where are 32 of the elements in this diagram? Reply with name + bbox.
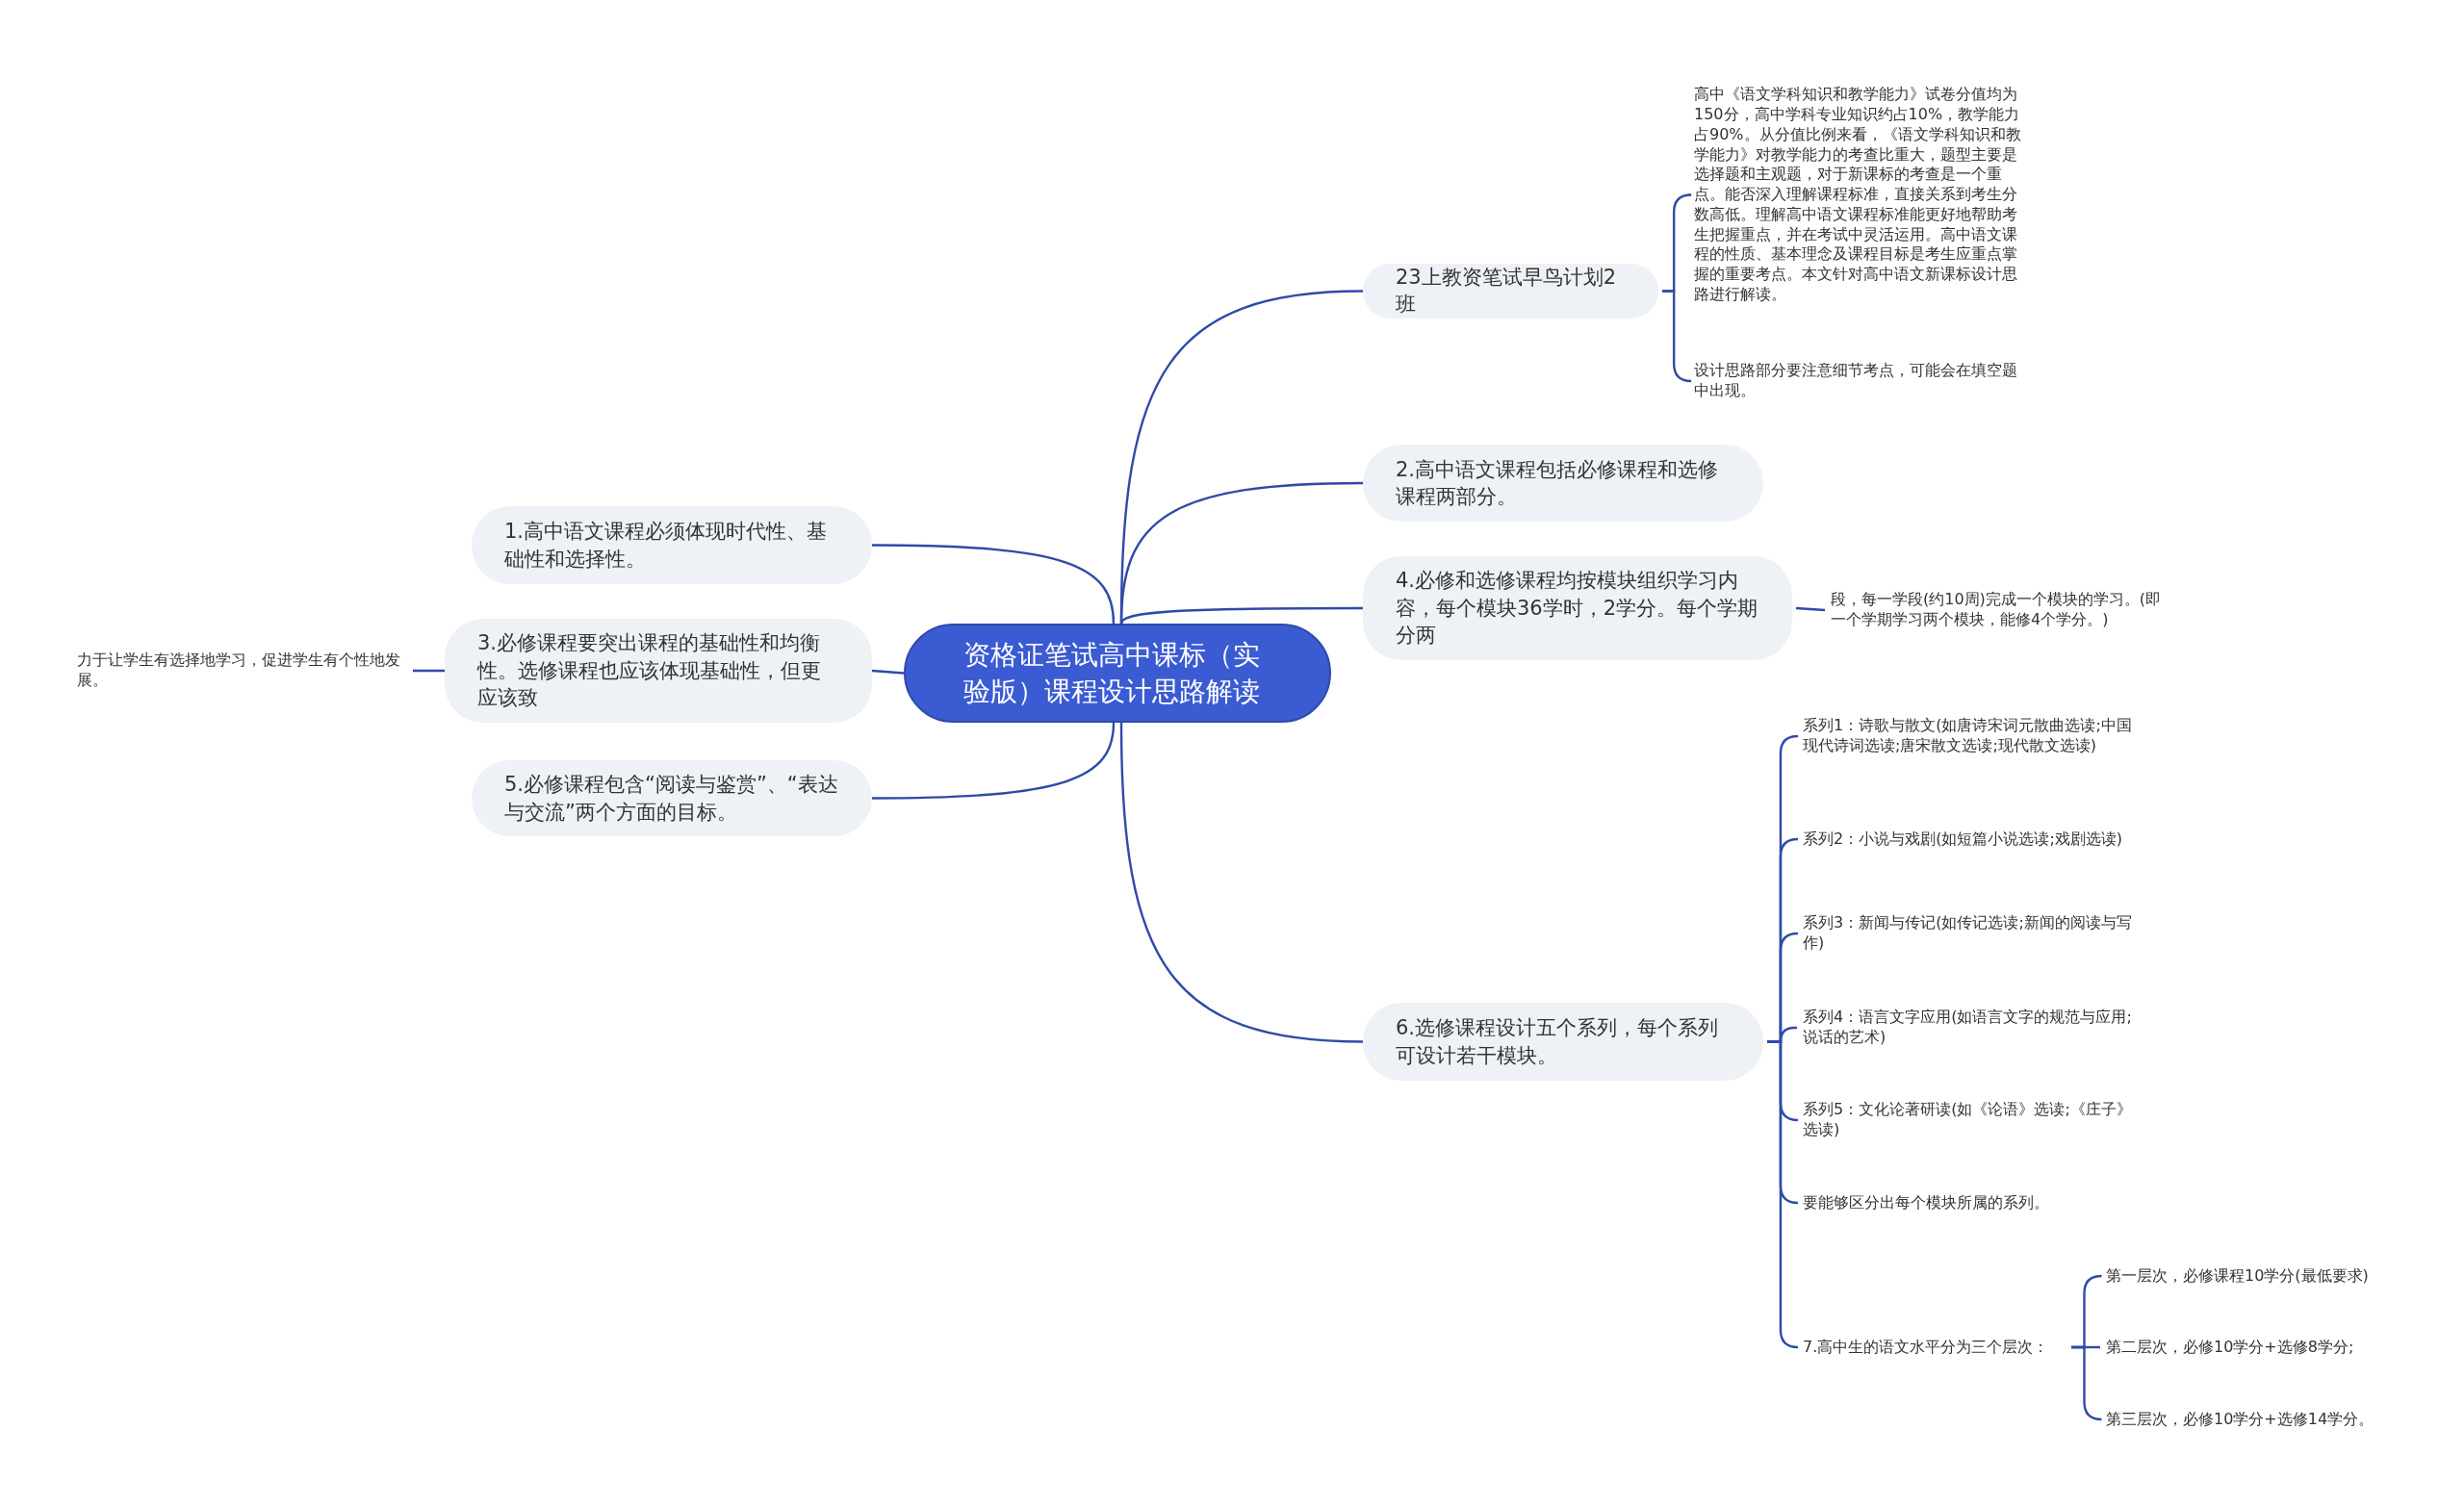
connector-line [1119,722,1364,1043]
note-text: 7.高中生的语文水平分为三个层次： [1803,1335,2067,1360]
note-text: 要能够区分出每个模块所属的系列。 [1803,1190,2135,1215]
connector-line [872,544,1116,625]
topic-box: 23上教资笔试早鸟计划2班 [1363,264,1658,319]
note-text: 第二层次，必修10学分+选修8学分; [2106,1335,2414,1360]
connector-line [1795,606,1826,612]
topic-box: 1.高中语文课程必须体现时代性、基础性和选择性。 [472,506,872,584]
connector-line [1767,1040,1800,1349]
connector-line [2071,1345,2103,1421]
connector-line [1662,290,1693,383]
note-text: 高中《语文学科知识和教学能力》试卷分值均为150分，高中学科专业知识约占10%，教学能力占90%。从分值比例来看，《语文学科知识和教学能力》对教学能力的考查比重大，题型主要是选择题和主观题，对于新课标的考查是一个重点。能否深入理解课程标准，直接关系到考生分数高低。理解高中语文课程标准能更好地帮助考生把握重点，并在考试中灵活运用。高中语文课程的性质、基本理念及课程目标是考生应重点掌握的重要考点。本文针对高中语文新课标设计思路进行解读。 [1694,79,2031,311]
central-topic-box: 资格证笔试高中课标（实验版）课程设计思路解读 [904,624,1331,723]
note-text: 系列4：语言文字应用(如语言文字的规范与应用;说话的艺术) [1803,1006,2135,1050]
note-text: 系列1：诗歌与散文(如唐诗宋词元散曲选读;中国现代诗词选读;唐宋散文选读;现代散文选读) [1803,702,2135,771]
topic-box: 2.高中语文课程包括必修课程和选修课程两部分。 [1363,445,1763,522]
note-text: 第三层次，必修10学分+选修14学分。 [2106,1407,2414,1432]
connector-line [872,722,1116,800]
note-text: 系列3：新闻与传记(如传记选读;新闻的阅读与写作) [1803,911,2135,956]
note-text: 第一层次，必修课程10学分(最低要求) [2106,1264,2414,1288]
topic-box: 4.必修和选修课程均按模块组织学习内容，每个模块36学时，2学分。每个学期分两 [1363,556,1792,660]
connector-line [1119,606,1363,625]
topic-box: 5.必修课程包含“阅读与鉴赏”、“表达与交流”两个方面的目标。 [472,760,872,836]
connector-line [413,669,445,673]
note-text: 设计思路部分要注意细节考点，可能会在填空题中出现。 [1694,358,2031,404]
connector-line [871,669,905,675]
note-text: 系列5：文化论著研读(如《论语》选读;《庄子》选读) [1803,1098,2135,1142]
topic-box: 3.必修课程要突出课程的基础性和均衡性。选修课程也应该体现基础性，但更应该致 [445,619,872,723]
note-text: 力于让学生有选择地学习，促进学生有个性地发展。 [77,649,409,693]
note-text: 系列2：小说与戏剧(如短篇小说选读;戏剧选读) [1803,817,2135,861]
note-text: 段，每一学段(约10周)完成一个模块的学习。(即一个学期学习两个模块，能修4个学分。) [1831,587,2168,633]
topic-box: 6.选修课程设计五个系列，每个系列可设计若干模块。 [1363,1003,1763,1081]
